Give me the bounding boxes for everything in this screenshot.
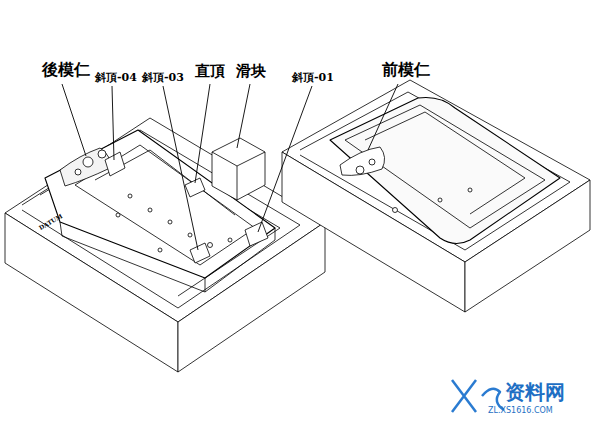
part-label: 斜頂-03 xyxy=(142,72,184,83)
part-label: 斜頂-04 xyxy=(95,72,137,83)
watermark: ZL.XS1616.COM xyxy=(488,407,553,415)
part-label: 後模仁 xyxy=(42,62,90,78)
part-label: 斜頂-01 xyxy=(292,72,334,83)
part-label: 前模仁 xyxy=(382,62,430,78)
part-label: 滑块 xyxy=(236,64,266,79)
part-label: 直頂 xyxy=(195,64,225,79)
watermark: 资料网 xyxy=(505,382,565,402)
